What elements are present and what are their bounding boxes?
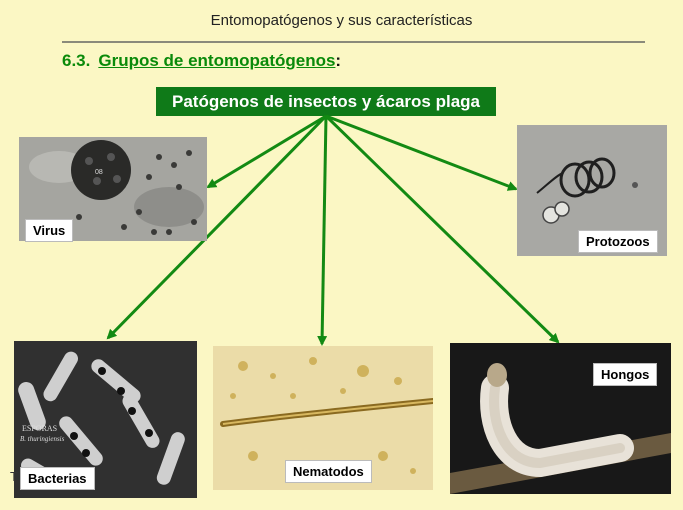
section-colon: : bbox=[335, 51, 342, 70]
text-fragment: T bbox=[10, 469, 18, 484]
protozoos-label: Protozoos bbox=[578, 230, 658, 253]
arrow-bacterias bbox=[106, 114, 328, 340]
section-heading: 6.3. Grupos de entomopatógenos: bbox=[62, 51, 341, 71]
arrow-nematodos bbox=[317, 115, 328, 346]
virus-illustration: 08 bbox=[19, 137, 207, 241]
bacterias-caption-1: ESPORAS bbox=[22, 424, 57, 433]
bacterias-caption-2: B. thuringiensis bbox=[20, 435, 65, 443]
bacterias-image: ESPORAS B. thuringiensis bbox=[14, 341, 197, 498]
hongos-illustration bbox=[450, 343, 671, 494]
virus-inner-text: 08 bbox=[95, 169, 103, 176]
bacterias-label: Bacterias bbox=[20, 467, 95, 490]
hongos-label: Hongos bbox=[593, 363, 658, 386]
nematodos-label: Nematodos bbox=[285, 460, 372, 483]
section-title: Grupos de entomopatógenos bbox=[98, 51, 336, 70]
virus-image: 08 bbox=[19, 137, 207, 241]
header-divider bbox=[62, 41, 645, 43]
virus-label: Virus bbox=[25, 219, 74, 242]
section-number: 6.3. bbox=[62, 51, 91, 70]
arrow-virus bbox=[206, 114, 327, 189]
slide-header: Entomopatógenos y sus características bbox=[210, 12, 473, 29]
root-node: Patógenos de insectos y ácaros plaga bbox=[156, 87, 496, 116]
arrow-protozoos bbox=[325, 114, 518, 191]
arrow-hongos bbox=[324, 114, 560, 344]
